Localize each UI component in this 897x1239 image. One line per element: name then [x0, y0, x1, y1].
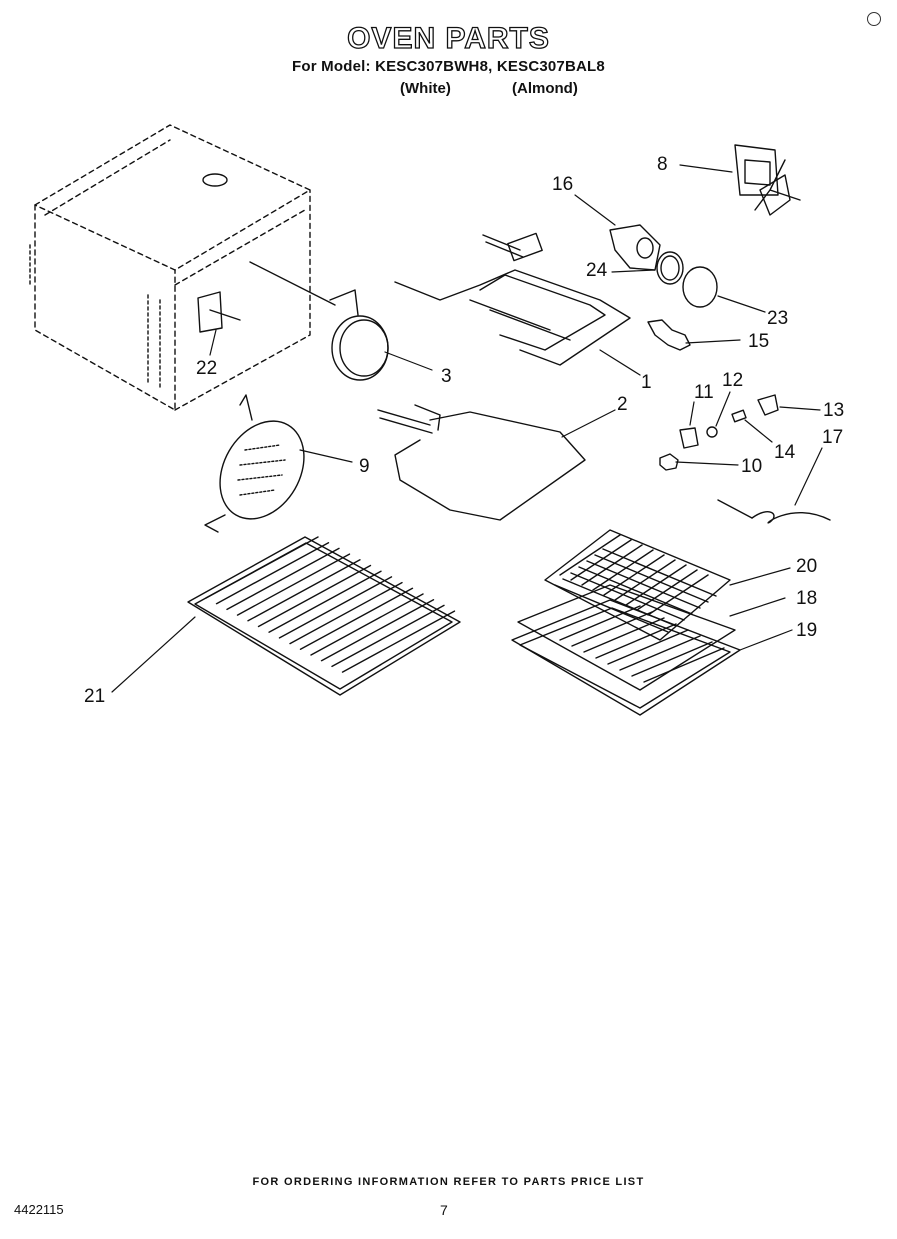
grid-bar	[586, 560, 701, 609]
grid-bar	[578, 566, 693, 615]
model-subtitle: For Model: KESC307BWH8, KESC307BAL8	[292, 58, 605, 75]
part-20-broil-insert	[544, 529, 731, 641]
part-9-fan-cover	[204, 394, 305, 533]
rack-bar	[247, 559, 361, 622]
callout-1: 1	[641, 372, 652, 393]
oven-cavity-outline	[34, 124, 311, 411]
part-13-clip	[757, 394, 779, 416]
pan-slot	[631, 641, 713, 677]
callout-labels: 1 2 3 8 9 10 11 12 13 14 15 16 17 18 19 …	[84, 154, 844, 707]
rack-bar	[310, 593, 424, 656]
part-23-lens	[682, 266, 718, 308]
grid-bar	[570, 572, 685, 621]
grid-bar	[562, 578, 677, 627]
part-17-sensor	[717, 499, 831, 524]
rack-bar	[331, 604, 445, 668]
part-12-screw	[706, 426, 718, 438]
callout-10: 10	[741, 456, 762, 477]
rack-bar	[278, 576, 393, 639]
grid-bar	[602, 548, 717, 597]
callout-16: 16	[552, 174, 573, 195]
callout-2: 2	[617, 394, 628, 415]
rack-bars	[205, 536, 456, 673]
callout-20: 20	[796, 556, 817, 577]
rack-bar	[268, 570, 382, 633]
grid-bar	[647, 574, 709, 616]
corner-mark	[867, 12, 881, 26]
grid-bar	[603, 554, 665, 596]
rack-bar	[236, 553, 351, 616]
pan-slot	[583, 617, 665, 653]
grid-bar	[592, 549, 654, 591]
rack-bar	[226, 547, 340, 611]
grid-bar	[581, 544, 643, 586]
rack-bar	[320, 599, 435, 662]
callout-19: 19	[796, 620, 817, 641]
rack-bar	[215, 542, 330, 605]
part-22-bracket	[197, 291, 241, 333]
pan-slot	[607, 629, 689, 665]
variant-white: (White)	[400, 80, 451, 97]
part-19-broil-pan	[511, 599, 741, 716]
callout-24: 24	[586, 260, 608, 281]
grid-bar	[570, 539, 632, 581]
callout-12: 12	[722, 370, 743, 391]
rack-bar	[341, 610, 456, 673]
page-number: 7	[440, 1202, 448, 1218]
pan-slot	[595, 623, 677, 659]
callout-8: 8	[657, 154, 668, 175]
callout-13: 13	[823, 400, 844, 421]
pan-slot	[559, 605, 641, 641]
leader-lines	[111, 164, 823, 693]
part-8-fan-motor	[734, 144, 801, 216]
callout-23: 23	[767, 308, 788, 329]
grid-bar	[594, 554, 709, 603]
callout-3: 3	[441, 366, 452, 387]
callout-17: 17	[822, 427, 843, 448]
grid-bar	[614, 559, 676, 601]
callout-9: 9	[359, 456, 370, 477]
ordering-note: FOR ORDERING INFORMATION REFER TO PARTS …	[252, 1176, 645, 1188]
pan-slot	[571, 611, 653, 647]
part-1-broil-element	[394, 232, 631, 366]
part-11-bracket	[679, 427, 699, 449]
callout-21: 21	[84, 686, 105, 707]
part-21-oven-rack	[187, 536, 461, 696]
part-10-nut	[659, 453, 679, 471]
callout-14: 14	[774, 442, 796, 463]
part-15-lamp-bulb	[647, 319, 691, 351]
pan-slot	[619, 635, 701, 671]
rack-bar	[257, 564, 372, 628]
pan-slot	[643, 647, 725, 683]
document-number: 4422115	[14, 1202, 64, 1217]
part-3-fan-ring	[249, 261, 389, 381]
part-2-bake-element	[377, 404, 586, 521]
rack-bar	[205, 536, 319, 599]
part-14-spacer	[731, 409, 747, 423]
callout-11: 11	[694, 382, 714, 403]
callout-18: 18	[796, 588, 817, 609]
callout-15: 15	[748, 331, 769, 352]
rack-bar	[299, 587, 414, 650]
cavity-details	[29, 173, 228, 391]
grid-bar	[625, 564, 687, 606]
part-16-lamp-socket	[609, 224, 661, 271]
grid-bars	[554, 534, 717, 633]
variant-almond: (Almond)	[512, 80, 578, 97]
rack-bar	[289, 581, 403, 645]
callout-22: 22	[196, 358, 217, 379]
grid-bar	[554, 584, 669, 633]
grid-bar	[559, 534, 621, 576]
grid-bar	[636, 569, 698, 611]
page-title: OVEN PARTS	[346, 21, 550, 55]
part-24-gasket	[656, 251, 684, 285]
